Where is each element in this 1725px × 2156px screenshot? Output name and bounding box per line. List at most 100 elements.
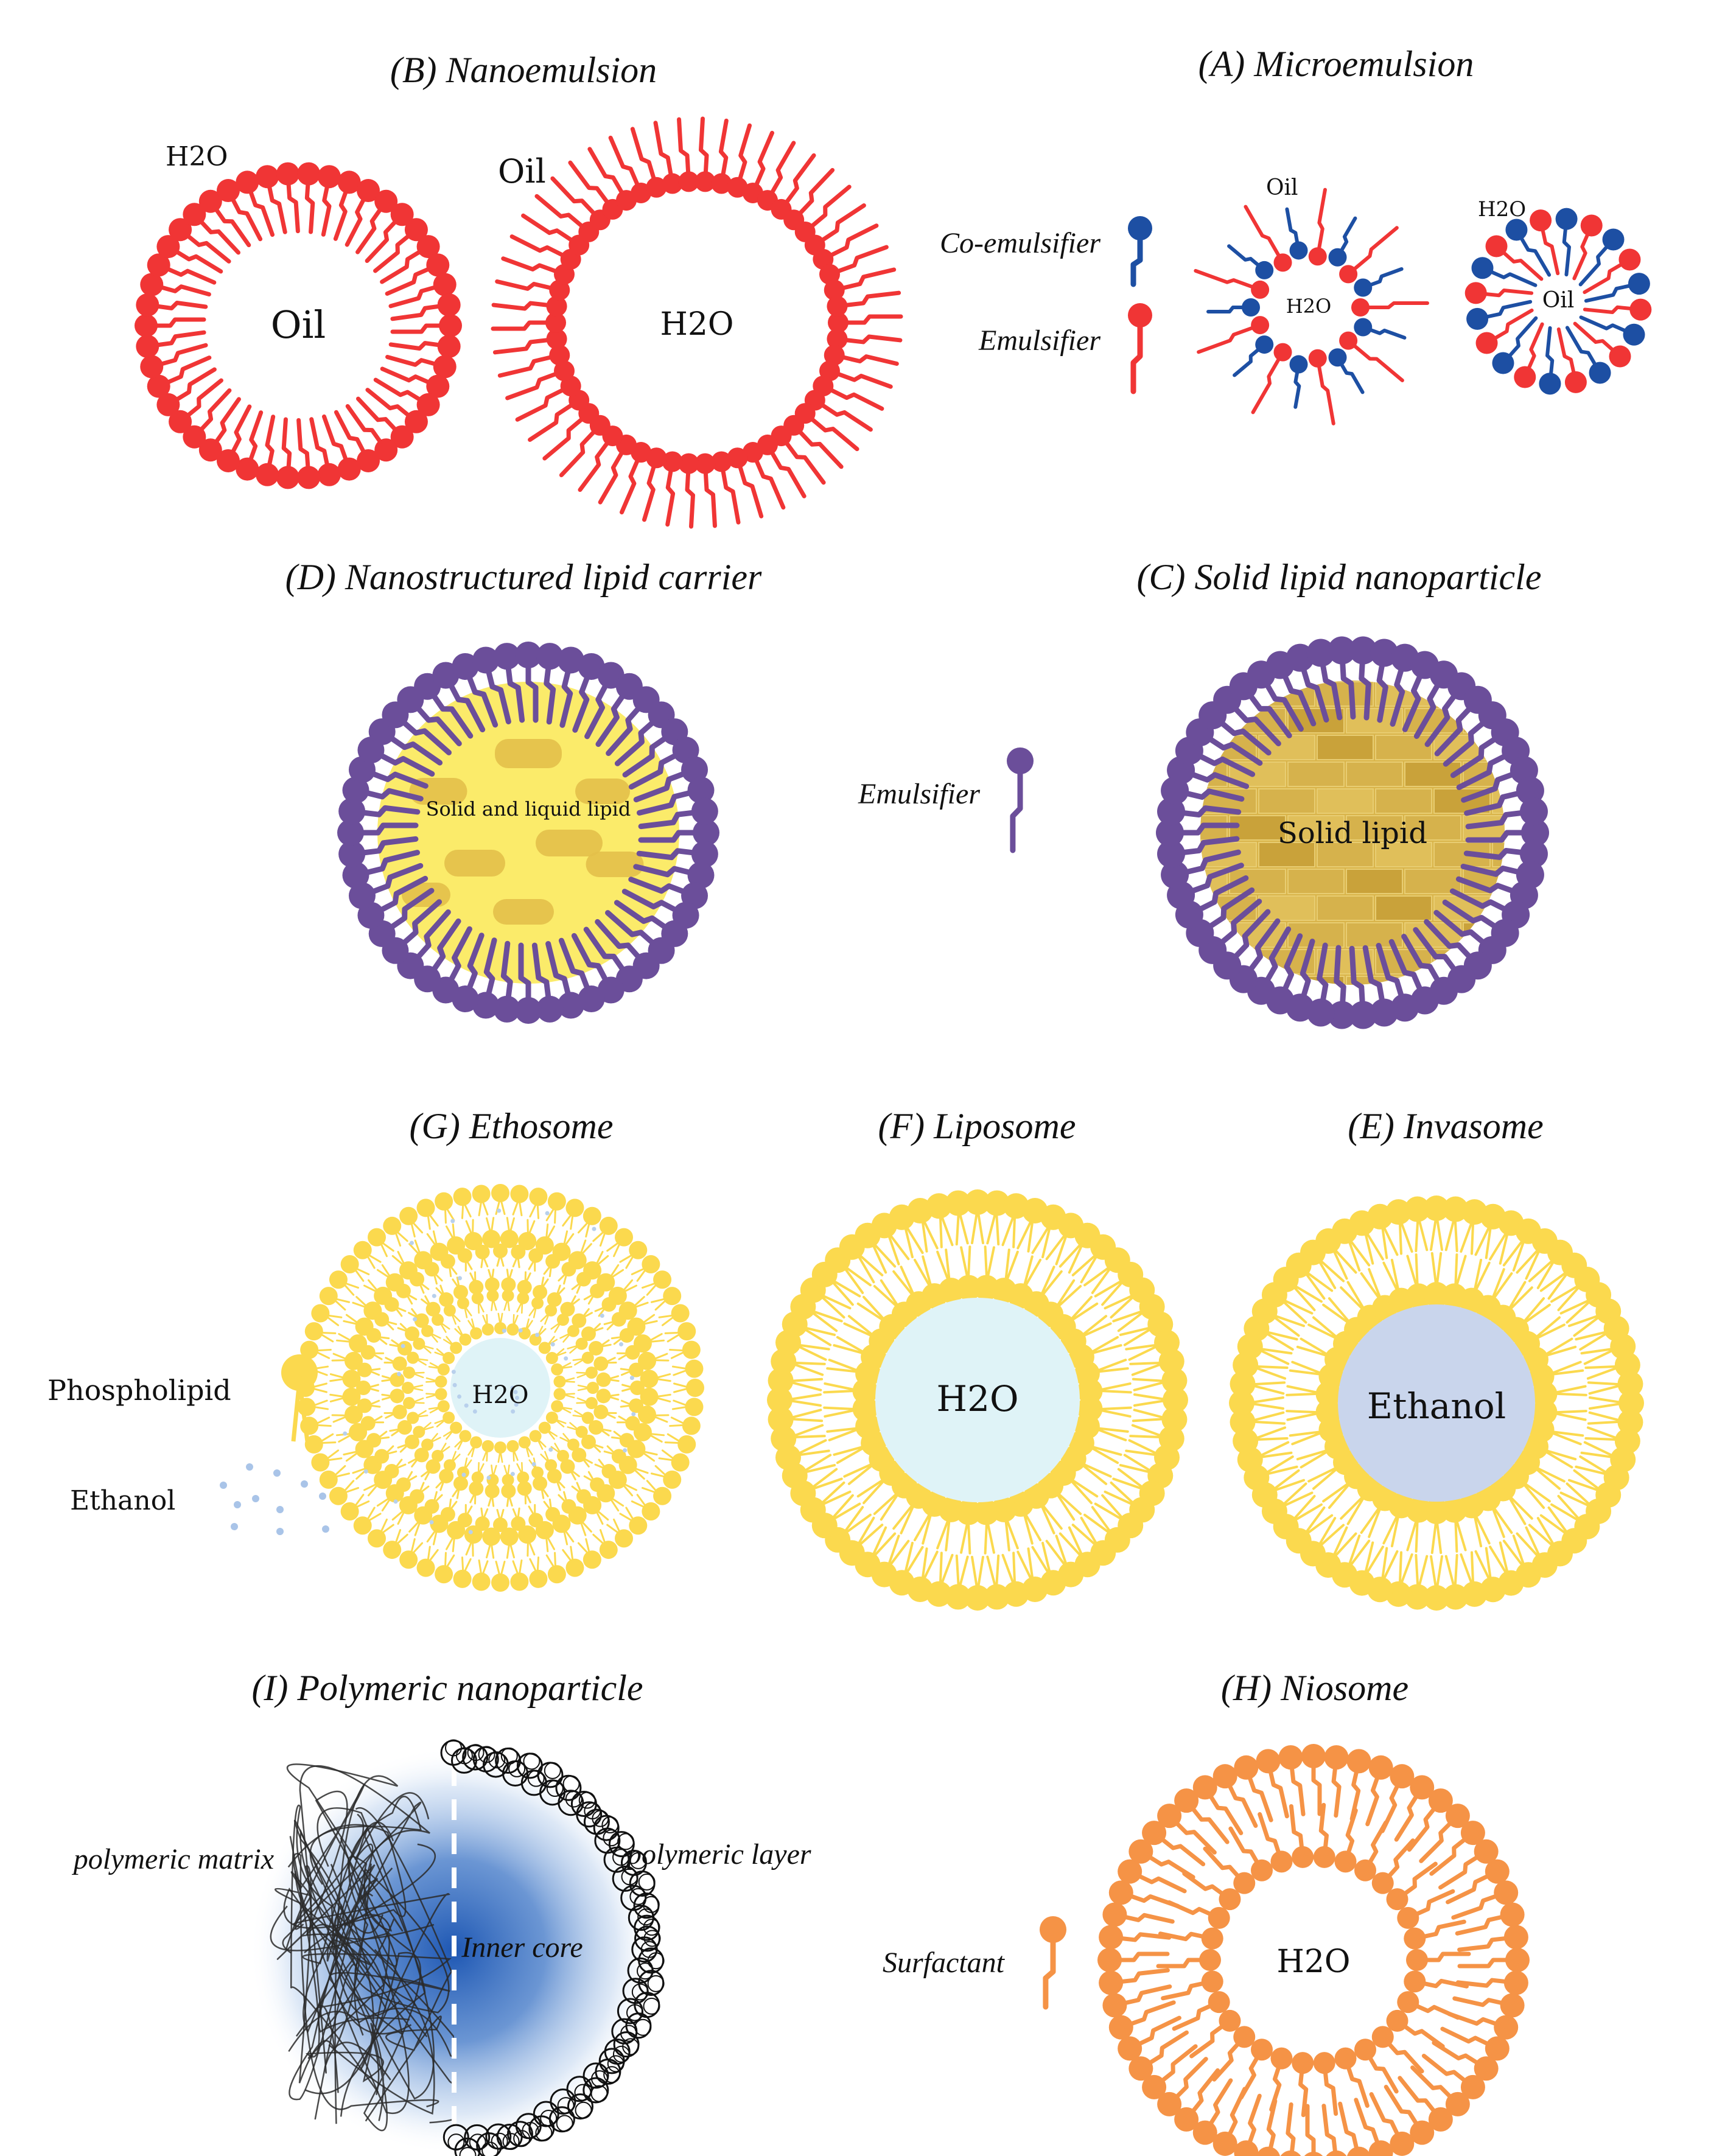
phospholipid-molecule xyxy=(583,1471,605,1493)
phospholipid-molecule xyxy=(389,1339,412,1356)
phospholipid-molecule xyxy=(571,1482,591,1504)
polymer-fiber xyxy=(285,1784,454,2124)
phospholipid-molecule xyxy=(545,1192,566,1224)
amphiphile-molecule xyxy=(136,293,208,317)
ethanol-dot xyxy=(468,1530,473,1535)
phospholipid-molecule xyxy=(543,1498,561,1522)
polymer-coil xyxy=(481,2141,499,2156)
lipid-brick xyxy=(1522,709,1578,733)
amphiphile-molecule xyxy=(1313,2052,1338,2116)
polymer-coil xyxy=(601,1816,619,1834)
amphiphile-molecule xyxy=(1354,2039,1399,2094)
phospholipid-molecule xyxy=(637,1351,670,1370)
amphiphile-molecule xyxy=(338,836,419,868)
phospholipid-molecule xyxy=(616,1345,640,1360)
phospholipid-molecule xyxy=(297,1398,329,1416)
amphiphile-molecule xyxy=(1455,1970,1528,1995)
ethanol-dot xyxy=(432,1293,436,1298)
molecule-head xyxy=(1128,303,1152,327)
polymer-fiber xyxy=(293,1813,450,2070)
amphiphile-molecule xyxy=(333,170,361,241)
amphiphile-molecule xyxy=(1447,2012,1519,2040)
amphiphile-molecule xyxy=(348,863,424,909)
phospholipid-molecule xyxy=(331,1405,363,1424)
phospholipid-molecule xyxy=(353,1241,382,1269)
amphiphile-molecule xyxy=(472,937,500,1019)
amphiphile-molecule xyxy=(256,165,287,234)
amphiphile-molecule xyxy=(1280,2102,1301,2156)
amphiphile-molecule xyxy=(183,388,232,449)
amphiphile-molecule xyxy=(1505,219,1552,277)
molecule-tail xyxy=(1043,1940,1056,2010)
phospholipid-molecule xyxy=(581,1434,604,1453)
polymer-fiber xyxy=(276,1864,393,2059)
amphiphile-molecule xyxy=(1118,2015,1181,2061)
microemulsion-reverse-micelle xyxy=(1194,187,1429,425)
phospholipid-molecule xyxy=(397,1323,420,1342)
phospholipid-molecule xyxy=(528,1503,544,1528)
amphiphile-molecule xyxy=(1158,1927,1223,1950)
amphiphile-molecule xyxy=(1142,2044,1198,2099)
phospholipid-molecule xyxy=(567,1337,588,1354)
phospholipid-molecule xyxy=(485,1483,500,1507)
amphiphile-molecule xyxy=(515,642,542,723)
phospholipid-molecule xyxy=(397,1434,420,1453)
amphiphile-molecule xyxy=(1349,636,1377,721)
phospholipid-molecule xyxy=(482,1527,501,1559)
phospholipid-molecule xyxy=(432,1314,450,1333)
lipid-brick xyxy=(1639,709,1695,733)
amphiphile-molecule xyxy=(345,404,398,462)
amphiphile-molecule xyxy=(342,850,421,889)
phospholipid-molecule xyxy=(1001,1552,1029,1607)
phospholipid-molecule xyxy=(528,1297,544,1318)
liposome-panel: (F) Liposome H2O xyxy=(767,1106,1188,1611)
phospholipid-molecule xyxy=(407,1351,429,1366)
middle-emulsifier-label: Emulsifier xyxy=(858,778,980,810)
lipid-brick xyxy=(1375,895,1432,921)
phospholipid-molecule xyxy=(559,1325,579,1343)
molecule-head xyxy=(1040,1916,1066,1943)
phospholipid-molecule xyxy=(658,1449,690,1472)
phospholipid-molecule xyxy=(366,1328,390,1345)
amphiphile-molecule xyxy=(824,267,897,301)
phospholipid-molecule xyxy=(383,1216,408,1247)
amphiphile-molecule xyxy=(1161,849,1241,889)
amphiphile-molecule xyxy=(1313,1802,1335,1868)
lipid-brick xyxy=(1346,761,1403,787)
amphiphile-molecule xyxy=(1465,819,1549,847)
amphiphile-molecule xyxy=(1334,1808,1358,1873)
polymer-coil xyxy=(617,1833,635,1850)
polymer-fiber xyxy=(293,1819,436,2037)
amphiphile-molecule xyxy=(136,330,206,359)
amphiphile-molecule xyxy=(1457,1925,1528,1952)
amphiphile-molecule xyxy=(355,189,398,254)
polymeric-matrix-fibers xyxy=(270,1763,454,2132)
ethanol-dot xyxy=(511,1409,516,1414)
phospholipid-molecule xyxy=(533,1476,549,1499)
amphiphile-molecule xyxy=(819,245,889,285)
phospholipid-molecule xyxy=(457,1297,472,1318)
lipid-brick xyxy=(1609,842,1665,867)
phospholipid-molecule xyxy=(559,1433,579,1451)
amphiphile-molecule xyxy=(1429,1821,1485,1876)
amphiphile-molecule xyxy=(1419,1804,1470,1863)
phospholipid-molecule xyxy=(399,1538,424,1569)
polymer-coil xyxy=(629,1888,647,1905)
lipid-brick xyxy=(1317,735,1374,760)
amphiphile-molecule xyxy=(140,343,208,379)
amphiphile-molecule xyxy=(1239,2039,1273,2100)
phospholipid-molecule xyxy=(416,1545,439,1577)
amphiphile-molecule xyxy=(638,797,718,830)
molecule-tail xyxy=(1130,237,1143,287)
amphiphile-molecule xyxy=(1328,636,1356,720)
phospholipid-molecule xyxy=(640,1387,671,1406)
polymer-coil xyxy=(523,1752,541,1770)
phospholipid-molecule xyxy=(567,1422,588,1438)
lipid-brick xyxy=(1551,896,1607,920)
amphiphile-molecule xyxy=(135,314,206,337)
ethanol-dot xyxy=(531,1461,536,1466)
amphiphile-molecule xyxy=(1394,1775,1435,1842)
lipid-blob xyxy=(444,850,505,877)
phospholipid-molecule xyxy=(511,1507,526,1531)
ethanol-dot xyxy=(513,1390,518,1395)
